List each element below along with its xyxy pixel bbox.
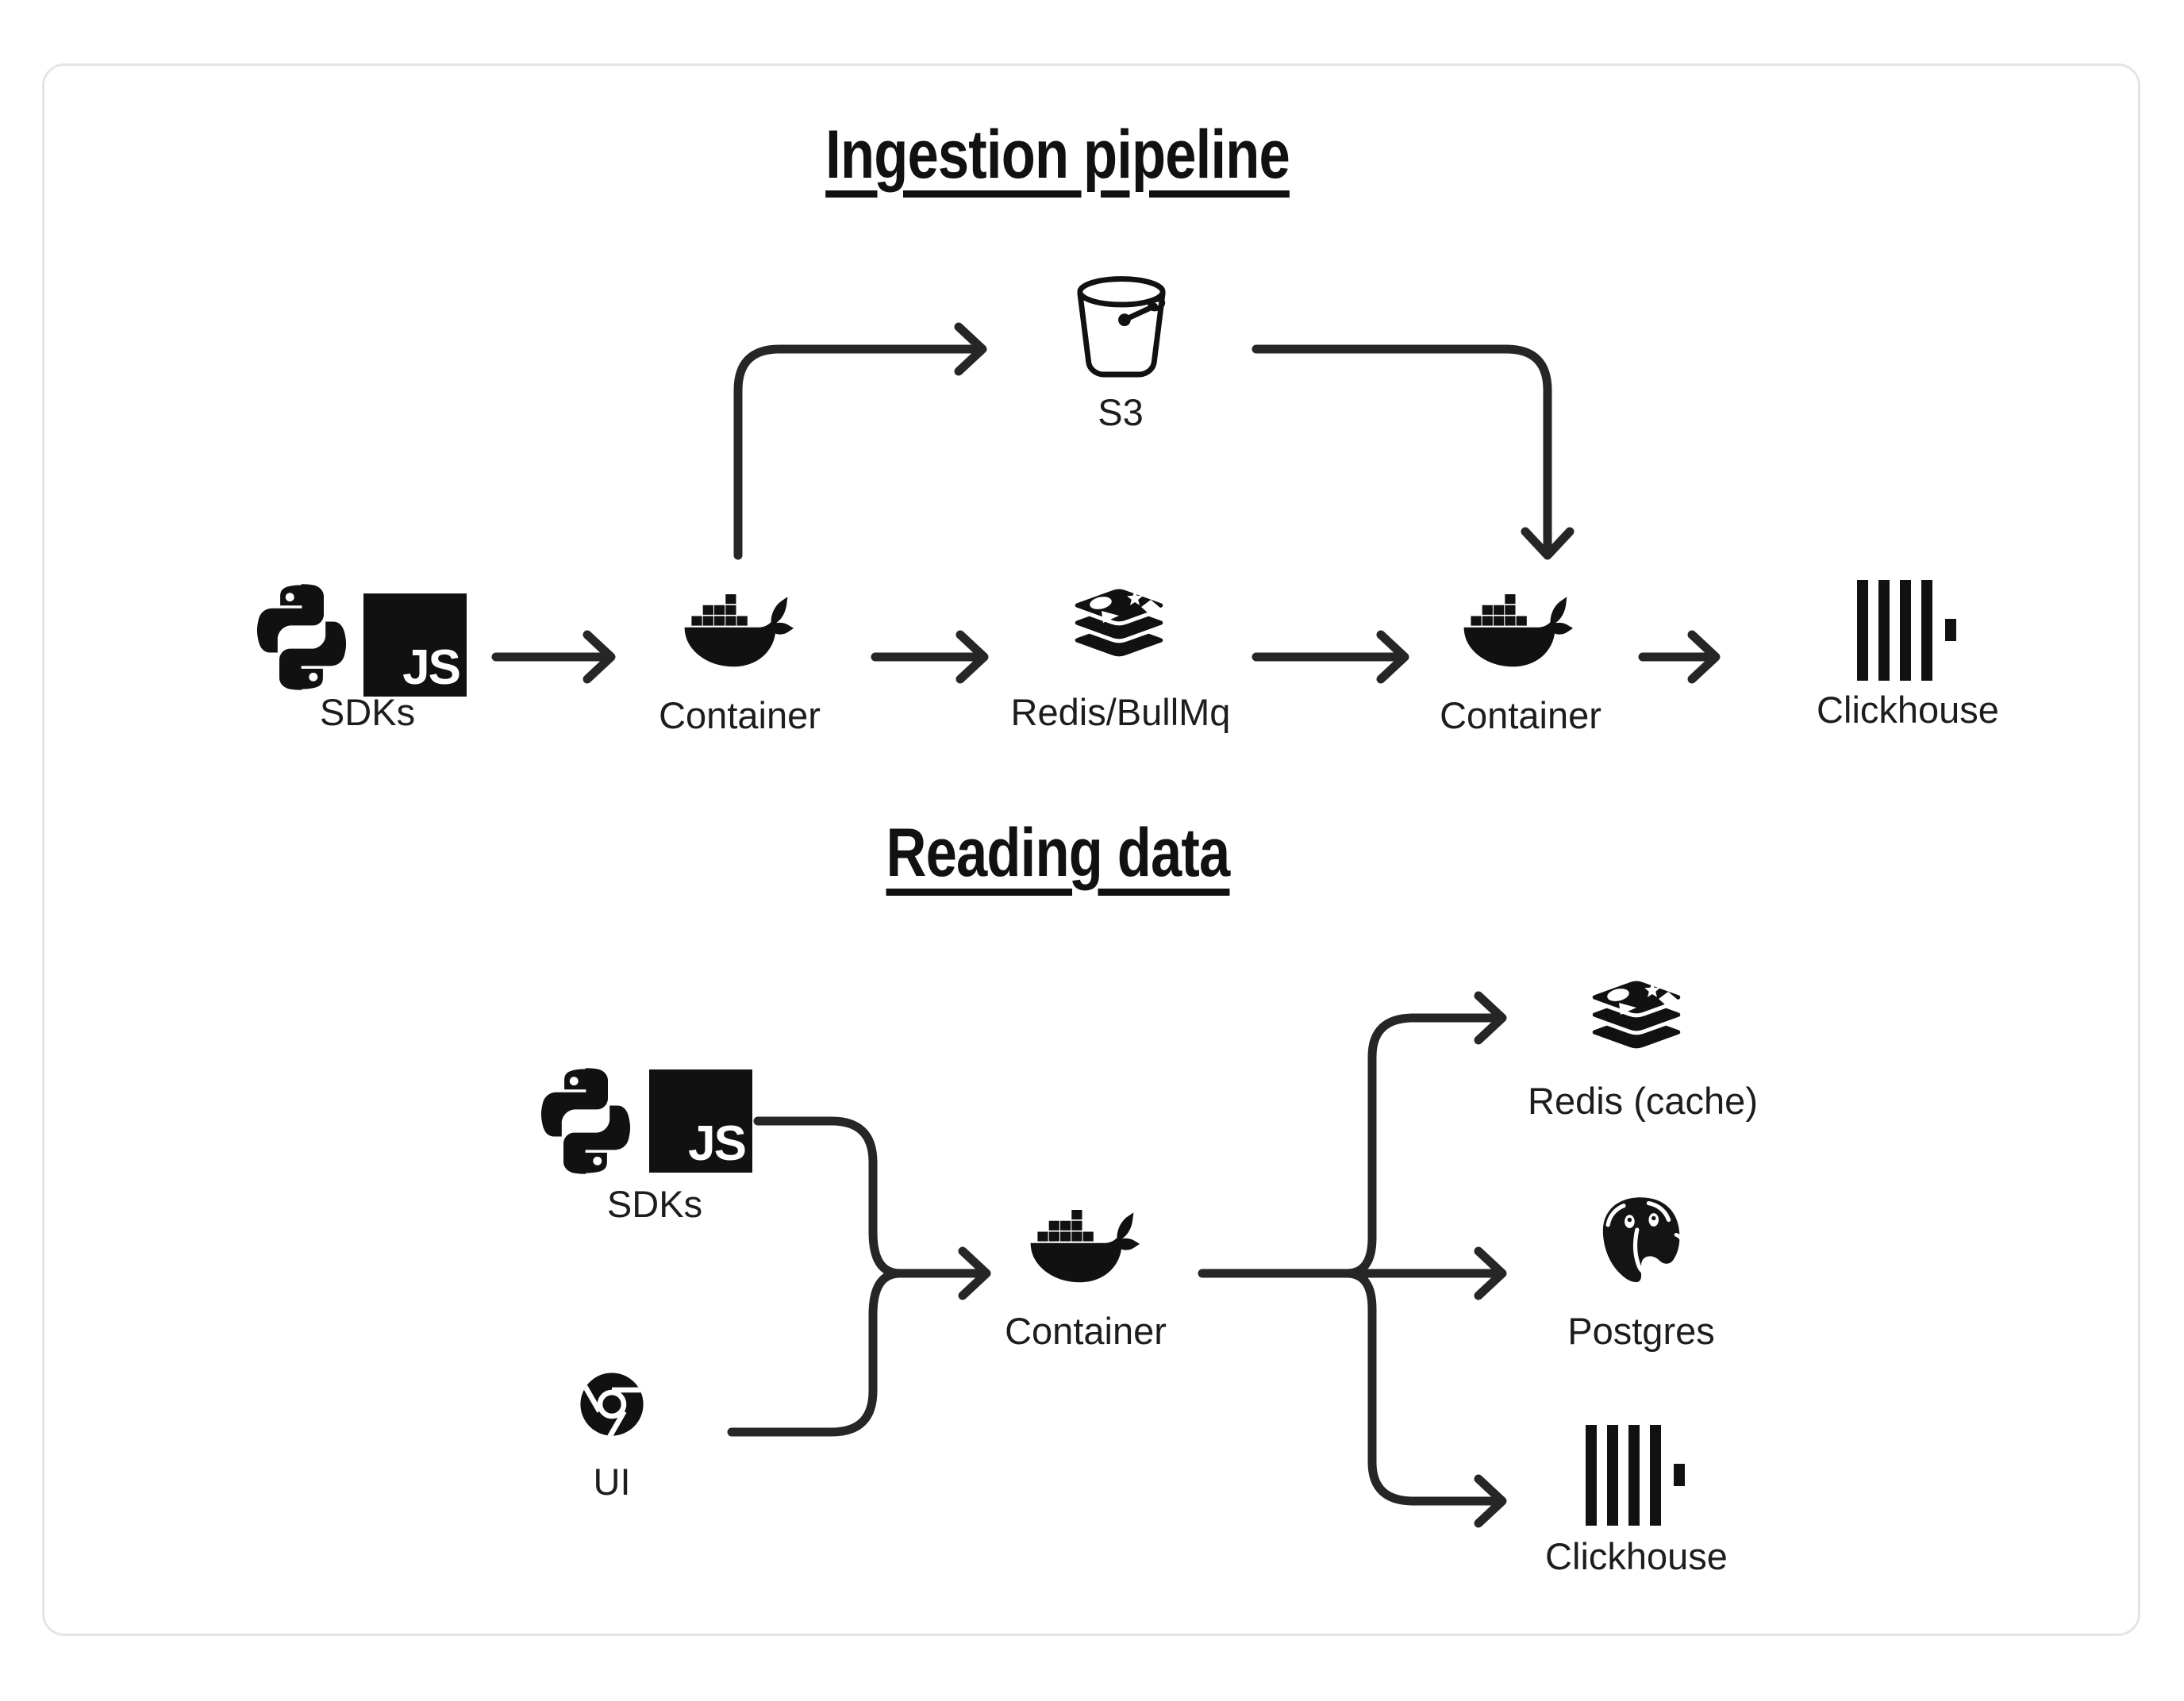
javascript-icon: JS (649, 1069, 752, 1173)
arrowhead-container-to-redis (956, 630, 989, 684)
line-sdks-to-merge (753, 1116, 905, 1278)
arrowhead-redis-to-container2 (1376, 630, 1409, 684)
node-label-sdks: SDKs (319, 691, 416, 733)
arrowhead-merge-to-container (958, 1246, 991, 1300)
node-label-redis-cache: Redis (cache) (1528, 1080, 1758, 1122)
section-title-reading-text: Reading data (886, 815, 1231, 891)
clickhouse-icon (1857, 580, 1956, 681)
arrowhead-branch-to-postgres (1474, 1246, 1507, 1300)
redis-icon (1073, 587, 1165, 659)
postgresql-icon (1603, 1197, 1682, 1282)
javascript-icon: JS (363, 593, 467, 697)
javascript-icon-label: JS (688, 1115, 747, 1171)
clickhouse-icon (1586, 1425, 1685, 1526)
node-label-redis-bullmq: Redis/BullMq (1010, 691, 1231, 733)
node-label-sdks: SDKs (606, 1183, 703, 1225)
node-label-s3: S3 (1098, 391, 1144, 433)
line-ui-to-merge (727, 1269, 905, 1437)
node-label-container: Container (1005, 1310, 1167, 1352)
arrow-branch-to-redis (1342, 1013, 1498, 1278)
s3-bucket-icon (1080, 279, 1164, 374)
node-label-ui: UI (593, 1461, 631, 1503)
javascript-icon-label: JS (402, 639, 461, 695)
arrow-s3-to-container2 (1252, 344, 1552, 551)
arrow-container-to-s3 (733, 344, 978, 560)
node-label-container: Container (1440, 694, 1601, 736)
section-title-reading: Reading data (42, 814, 2074, 893)
docker-icon (684, 594, 794, 667)
redis-icon (1590, 979, 1682, 1050)
python-icon (540, 1068, 631, 1174)
arrowhead-sdks-to-container (583, 630, 616, 684)
arrowhead-branch-to-clickhouse (1474, 1474, 1507, 1528)
arrowhead-s3-to-container2 (1521, 527, 1575, 560)
docker-icon (1463, 594, 1574, 667)
node-label-postgres: Postgres (1567, 1310, 1715, 1352)
section-title-ingestion-text: Ingestion pipeline (825, 117, 1291, 193)
diagram-card (42, 63, 2140, 1636)
chrome-icon (580, 1373, 647, 1442)
python-icon (256, 584, 347, 690)
node-label-clickhouse: Clickhouse (1545, 1535, 1728, 1577)
node-label-container: Container (659, 694, 821, 736)
node-label-clickhouse: Clickhouse (1817, 689, 1999, 731)
arrowhead-container2-to-clickhouse (1687, 630, 1721, 684)
arrowhead-container-to-s3 (954, 322, 987, 376)
section-title-ingestion: Ingestion pipeline (42, 116, 2074, 194)
arrowhead-branch-to-redis (1474, 991, 1507, 1045)
docker-icon (1030, 1210, 1140, 1283)
arrow-branch-to-clickhouse (1342, 1269, 1498, 1506)
